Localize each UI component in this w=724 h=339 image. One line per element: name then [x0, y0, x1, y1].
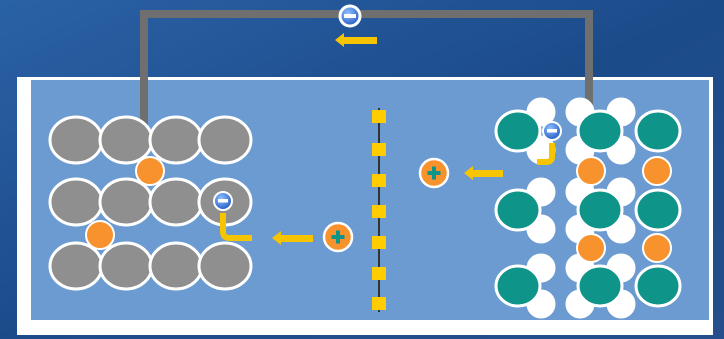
graphite-anode	[48, 115, 253, 291]
minus-sign	[344, 14, 356, 18]
wire-arrow	[335, 33, 377, 47]
left-arrow-icon	[335, 33, 377, 47]
left-arrow-icon	[464, 166, 503, 180]
electron-path-arrow	[220, 213, 252, 241]
wire-electron	[338, 4, 362, 28]
minus-sign	[547, 129, 557, 133]
separator	[372, 108, 386, 312]
cathode-electron	[542, 121, 562, 141]
minus-sign	[218, 199, 228, 203]
external-wire	[140, 10, 593, 133]
lithium-ion	[85, 220, 115, 250]
migrating-lithium-ion	[418, 157, 450, 189]
electron-path-arrow	[537, 143, 555, 165]
layered-oxide-cathode	[494, 97, 682, 319]
migrating-lithium-ion	[322, 221, 354, 253]
anode-electron	[213, 191, 233, 211]
left-arrow-icon	[272, 231, 313, 245]
lithium-ion	[135, 156, 165, 186]
